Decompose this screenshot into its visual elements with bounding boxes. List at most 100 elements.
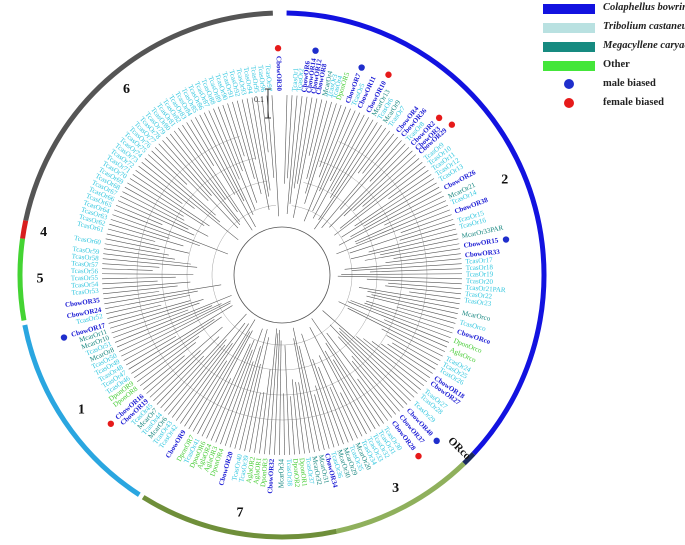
tip-label: TcasOr95 bbox=[249, 65, 261, 93]
tip-label: TcasOr53 bbox=[71, 287, 99, 297]
tree-branch bbox=[314, 394, 330, 449]
tree-branch bbox=[318, 124, 382, 221]
tree-branch bbox=[384, 319, 448, 348]
legend-label: Other bbox=[603, 59, 630, 70]
tree-branch bbox=[371, 294, 458, 314]
female-biased-marker bbox=[448, 121, 456, 128]
tree-branch bbox=[350, 186, 440, 237]
tree-branch bbox=[224, 361, 254, 446]
tree-branch bbox=[132, 174, 210, 227]
tree-branch bbox=[393, 248, 461, 259]
tree-branch bbox=[357, 130, 391, 174]
tree-branch bbox=[119, 303, 222, 352]
tree-branch bbox=[293, 98, 318, 218]
tree-branch bbox=[341, 178, 435, 238]
tree-branch bbox=[339, 161, 423, 229]
tree-branch bbox=[110, 219, 170, 239]
tree-branch bbox=[355, 204, 449, 245]
tree-branch bbox=[114, 209, 229, 255]
tree-branch bbox=[367, 291, 459, 310]
tip-label: TcasOr1 bbox=[290, 67, 300, 92]
tree-branch bbox=[364, 182, 437, 227]
tree-branch bbox=[350, 300, 451, 339]
tip-label: TcasOr55 bbox=[71, 274, 99, 282]
clade-label: 4 bbox=[40, 225, 47, 240]
tip-label: TcasOr19 bbox=[466, 271, 494, 279]
tree-branch bbox=[108, 300, 191, 324]
legend-swatch bbox=[543, 4, 595, 14]
legend-swatch bbox=[543, 23, 595, 33]
clade-label: 6 bbox=[123, 82, 130, 97]
tip-label: DponOR2 bbox=[291, 458, 301, 488]
tip-label: DponOR1 bbox=[298, 458, 309, 488]
tree-branch bbox=[180, 323, 249, 424]
tree-branch bbox=[279, 340, 282, 455]
tree-branch bbox=[318, 355, 358, 439]
tree-branch bbox=[128, 305, 233, 370]
tree-branch bbox=[409, 291, 461, 300]
male-biased-marker bbox=[358, 64, 365, 71]
tree-branch bbox=[388, 282, 462, 290]
clade-arc bbox=[335, 461, 466, 534]
tree-branch bbox=[156, 355, 205, 405]
tree-branch bbox=[249, 392, 261, 453]
tree-branch bbox=[291, 379, 300, 455]
tree-branch bbox=[117, 200, 195, 236]
tree-branch bbox=[164, 339, 227, 412]
tree-branch bbox=[284, 345, 290, 455]
tree-branch bbox=[329, 386, 354, 441]
tree-branch bbox=[190, 119, 236, 195]
legend-swatch bbox=[543, 61, 595, 71]
tree-branch bbox=[312, 112, 361, 212]
tree-branch bbox=[318, 366, 349, 443]
tree-branch bbox=[105, 290, 198, 310]
tree-branch bbox=[332, 359, 376, 430]
legend-dot-icon bbox=[564, 79, 574, 89]
tree-branch bbox=[309, 327, 367, 435]
tree-branch bbox=[105, 238, 160, 251]
tree-branch bbox=[283, 393, 285, 455]
tree-branch bbox=[168, 344, 226, 415]
tree-branch bbox=[234, 329, 268, 449]
tree-branch bbox=[106, 294, 191, 314]
tree-branch bbox=[115, 204, 163, 225]
tip-label: TcasOr57 bbox=[71, 260, 99, 269]
tree-branch bbox=[338, 301, 445, 352]
tree-branch bbox=[371, 341, 428, 383]
tree-branch bbox=[217, 106, 243, 172]
tip-label: TcasOr22 bbox=[465, 290, 493, 301]
tree-branch bbox=[236, 100, 262, 195]
tree-branch bbox=[356, 336, 421, 390]
tree-branch bbox=[369, 268, 462, 273]
tree-branch bbox=[319, 104, 342, 167]
tree-branch bbox=[380, 238, 459, 256]
tree-branch bbox=[293, 96, 308, 189]
tree-branch bbox=[366, 278, 462, 285]
tree-branch bbox=[102, 273, 194, 275]
tree-branch bbox=[109, 299, 204, 329]
tree-branch bbox=[103, 253, 191, 265]
tree-branch bbox=[109, 223, 184, 247]
tree-branch bbox=[339, 331, 411, 402]
tree-branch bbox=[261, 96, 269, 153]
tree-branch bbox=[312, 117, 369, 219]
tree-branch bbox=[385, 285, 462, 295]
tree-branch bbox=[287, 95, 293, 179]
tree-branch bbox=[186, 122, 215, 166]
tree-branch bbox=[385, 253, 461, 263]
tree-branch bbox=[322, 310, 418, 394]
tree-branch bbox=[330, 114, 365, 182]
tree-branches bbox=[102, 95, 462, 455]
tree-branch bbox=[388, 169, 429, 200]
tree-branch bbox=[351, 263, 462, 271]
tree-branch bbox=[286, 95, 298, 215]
tree-branch bbox=[169, 133, 240, 222]
legend-label: Tribolium castaneum bbox=[603, 21, 685, 32]
tree-branch bbox=[171, 322, 246, 418]
tree-branch bbox=[124, 186, 185, 221]
clade-arc bbox=[23, 10, 273, 222]
tip-label: TcasOr59 bbox=[72, 245, 100, 256]
tree-connector bbox=[211, 205, 353, 346]
tree-branch bbox=[151, 150, 188, 185]
tree-branch bbox=[102, 268, 153, 271]
